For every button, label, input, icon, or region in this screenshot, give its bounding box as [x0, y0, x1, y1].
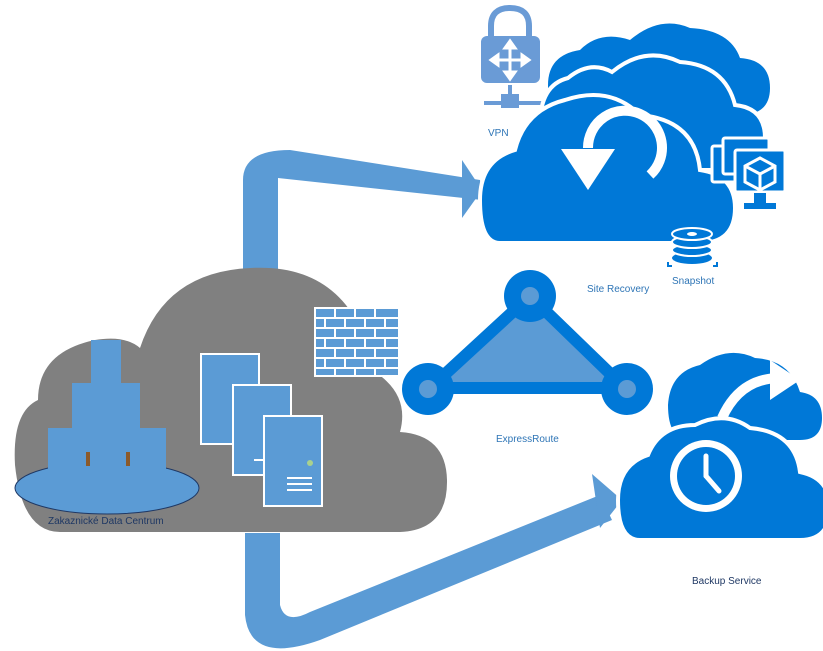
firewall-icon	[314, 307, 400, 377]
site-recovery-label: Site Recovery	[587, 284, 649, 295]
site-recovery-cloud	[477, 23, 770, 245]
connector-arrows	[243, 150, 622, 649]
server-stack	[200, 353, 323, 507]
network-icon	[402, 270, 653, 415]
datacenter-label: Zakaznické Data Centrum	[48, 516, 164, 527]
arrow-to-site-recovery	[243, 150, 482, 270]
vpn-label: VPN	[488, 128, 509, 139]
snapshot-label: Snapshot	[672, 276, 714, 287]
refresh-icon	[561, 105, 667, 190]
vpn-network-bar-icon	[484, 85, 548, 108]
disk-icon	[667, 219, 718, 267]
building-icon	[14, 340, 200, 515]
backup-label: Backup Service	[692, 576, 762, 587]
server-icon	[263, 415, 323, 507]
arrow-to-backup	[245, 495, 612, 649]
arrow-head-site-recovery	[462, 160, 482, 218]
vm-icon	[710, 136, 787, 209]
share-arrow-icon	[717, 360, 800, 421]
router-icon	[488, 38, 532, 82]
expressroute-label: ExpressRoute	[496, 434, 559, 445]
arrow-head-backup	[592, 474, 622, 528]
clock-icon	[670, 440, 742, 512]
